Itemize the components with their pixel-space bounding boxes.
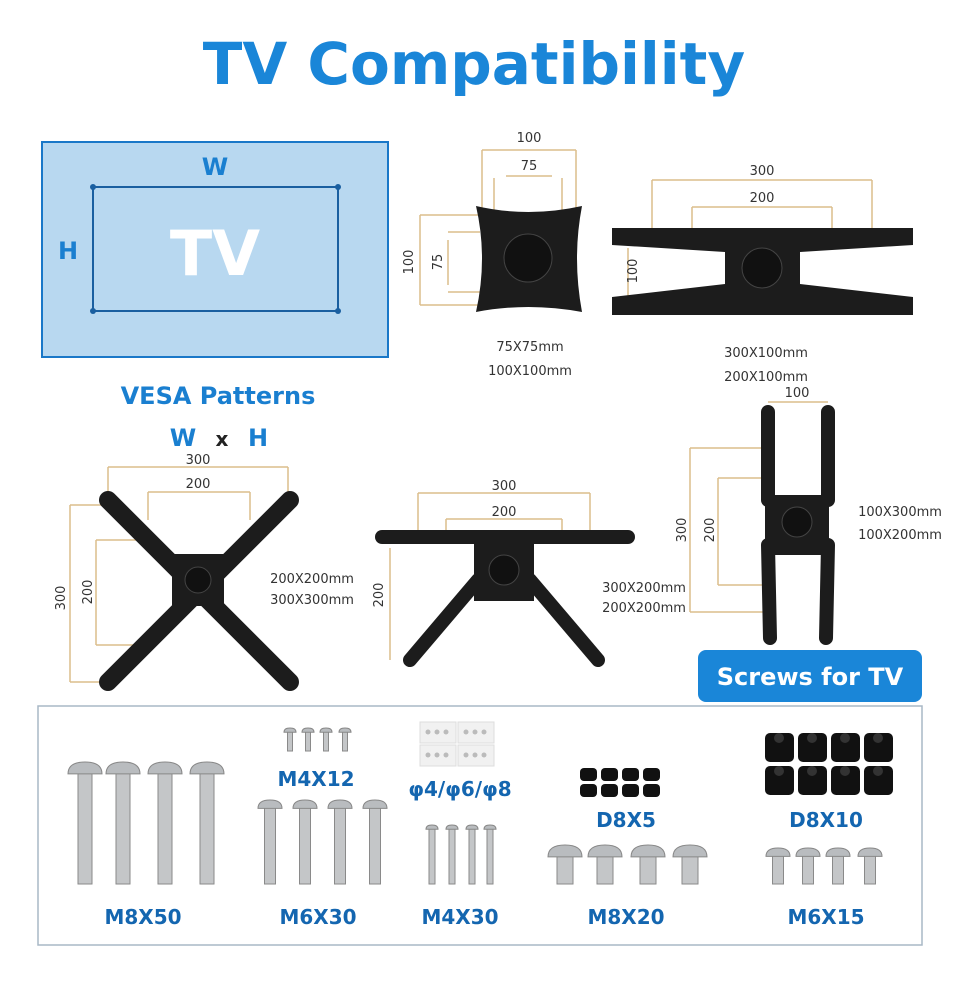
screw-icon [77,772,93,885]
screws-button-label: Screws for TV [717,663,904,691]
screw-icon [334,806,346,885]
screw-icon [448,827,456,885]
screw-icon [639,855,657,885]
spacer-icon [580,768,597,781]
spacer-icon [831,733,860,762]
screw-icon [772,854,784,885]
dim-label: 200 [81,580,96,605]
dim-label: 300 [675,518,690,543]
vesa-x: x [216,427,229,451]
vesa-title: VESA Patterns [121,382,316,410]
spacer-icon [765,733,794,762]
spacer-icon [643,784,660,797]
dim-label: 100 [785,386,810,401]
screw-label-m4x30: M4X30 [421,905,498,929]
screw-icon [264,806,276,885]
screw-label-m6x30: M6X30 [279,905,356,929]
spacer-label-d8x10: D8X10 [789,808,863,832]
dim-label: 300 [54,586,69,611]
page-title: TV Compatibility [203,30,745,98]
screw-icon [305,730,311,752]
vesa-size-label: 200X100mm [724,370,808,385]
dim-label: 300 [186,453,211,468]
tv-label: TV [170,217,260,290]
plate-300x200: 300 200 200 300X200mm 200X200mm [372,479,686,667]
spacer-icon [831,766,860,795]
screw-icon [157,772,173,885]
screw-icon [428,827,436,885]
screw-icon [299,806,311,885]
screw-label-m6x15: M6X15 [787,905,864,929]
dim-label: 100 [517,131,542,146]
screw-icon [342,730,348,752]
screw-label-m8x20: M8X20 [587,905,664,929]
screw-icon [468,827,476,885]
screw-icon [115,772,131,885]
screw-icon [556,855,574,885]
spacer-icon [601,768,618,781]
vesa-size-label: 300X100mm [724,346,808,361]
spacer-icon [798,733,827,762]
plate-100x300: 100 300 200 100X300mm 100X200mm [675,386,942,645]
vesa-size-label: 75X75mm [496,340,563,355]
screw-icon [287,730,293,752]
screw-icon [199,772,215,885]
spacer-label-d8x5: D8X5 [596,808,656,832]
spacer-icon [864,733,893,762]
vesa-size-label: 200X200mm [602,601,686,616]
anchor-label: φ4/φ6/φ8 [408,777,511,801]
spacer-icon [580,784,597,797]
screw-icon [323,730,329,752]
dim-label: 100 [402,250,417,275]
dim-label: 200 [750,191,775,206]
dim-label: 200 [186,477,211,492]
plate-75-100: 100 75 100 75 75X75mm 100X100mm [402,131,582,379]
spacer-icon [864,766,893,795]
hardware-illustrations [67,721,893,885]
width-label: W [202,153,228,181]
spacer-icon [798,766,827,795]
dim-label: 100 [626,259,641,284]
screw-icon [864,854,876,885]
vesa-size-label: 300X200mm [602,581,686,596]
plate-300x300: 300 200 300 200 200X200mm 300X300mm [54,453,354,691]
plate-300x100: 300 200 100 300X100mm 200X100mm [612,164,913,385]
dim-label: 200 [703,518,718,543]
spacer-icon [622,768,639,781]
screw-icon [596,855,614,885]
vesa-size-label: 200X200mm [270,572,354,587]
screw-icon [486,827,494,885]
spacer-icon [601,784,618,797]
dim-label: 200 [372,583,387,608]
dim-label: 200 [492,505,517,520]
screws-button[interactable]: Screws for TV [698,650,922,702]
screw-icon [802,854,814,885]
dim-label: 300 [750,164,775,179]
vesa-size-label: 100X100mm [488,364,572,379]
vesa-size-label: 100X200mm [858,528,942,543]
vesa-w: W [170,424,196,452]
tv-diagram: W H TV [41,141,389,358]
spacer-icon [622,784,639,797]
height-label: H [58,237,78,265]
screw-icon [832,854,844,885]
screw-label-m4x12: M4X12 [277,767,354,791]
vesa-size-label: 300X300mm [270,593,354,608]
dim-label: 75 [521,159,538,174]
dim-label: 300 [492,479,517,494]
screw-label-m8x50: M8X50 [104,905,181,929]
spacer-icon [765,766,794,795]
dim-label: 75 [431,254,446,271]
screw-icon [681,855,699,885]
vesa-h: H [248,424,268,452]
spacer-icon [643,768,660,781]
vesa-size-label: 100X300mm [858,505,942,520]
screw-icon [369,806,381,885]
